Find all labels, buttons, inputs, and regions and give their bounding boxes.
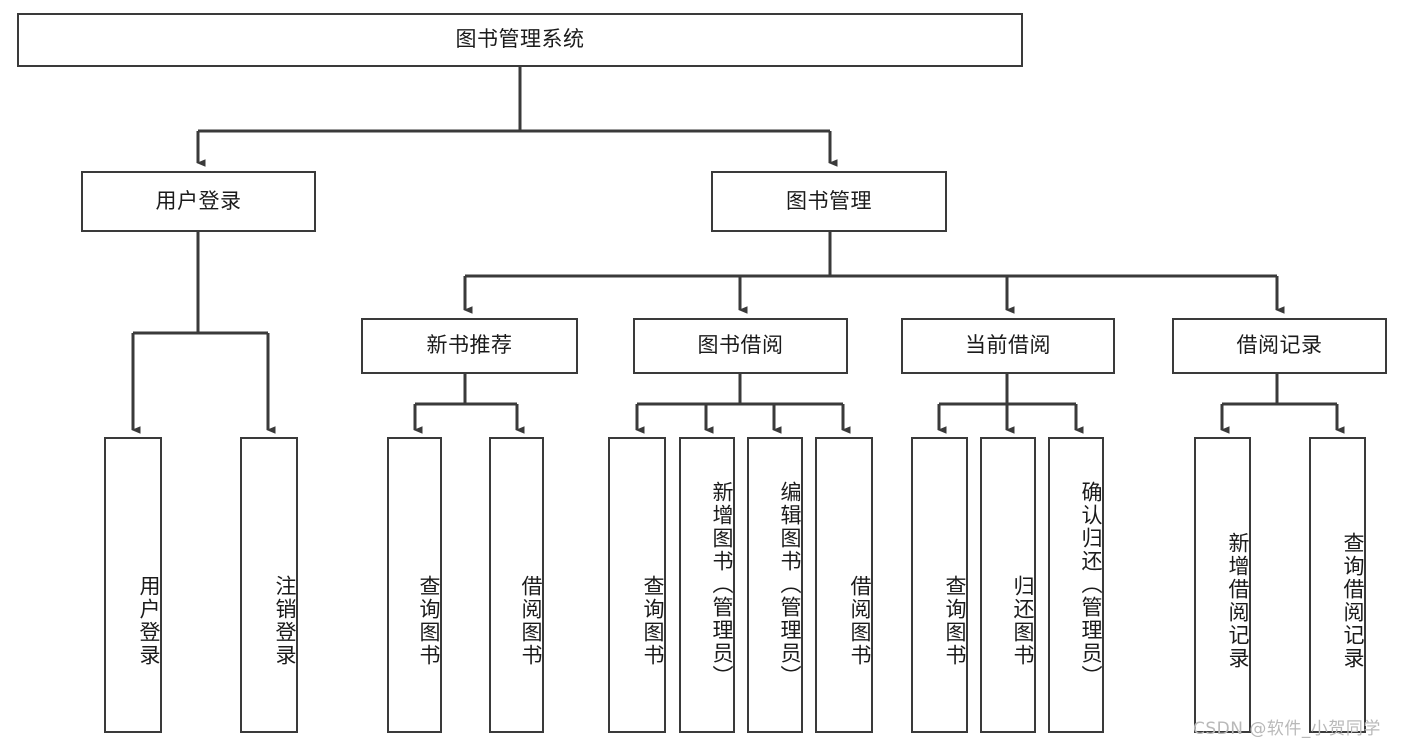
leaf-borrow-book-1[interactable]: 借阅图书 — [489, 437, 544, 733]
leaf-confirm-return-admin[interactable]: 确认归还（管理员） — [1048, 437, 1104, 733]
leaf-add-borrow-record[interactable]: 新增借阅记录 — [1194, 437, 1251, 733]
csdn-watermark: CSDN @软件_小贺同学 — [1193, 719, 1381, 739]
leaf-user-login[interactable]: 用户登录 — [104, 437, 162, 733]
node-current-borrow[interactable]: 当前借阅 — [901, 318, 1115, 374]
leaf-query-book-3[interactable]: 查询图书 — [911, 437, 968, 733]
node-new-book-recommend[interactable]: 新书推荐 — [361, 318, 578, 374]
leaf-borrow-book-2[interactable]: 借阅图书 — [815, 437, 873, 733]
node-user-login[interactable]: 用户登录 — [81, 171, 316, 232]
node-book-management[interactable]: 图书管理 — [711, 171, 947, 232]
node-borrow-record[interactable]: 借阅记录 — [1172, 318, 1387, 374]
node-book-borrow[interactable]: 图书借阅 — [633, 318, 848, 374]
leaf-query-book-1[interactable]: 查询图书 — [387, 437, 442, 733]
leaf-query-borrow-record[interactable]: 查询借阅记录 — [1309, 437, 1366, 733]
node-root[interactable]: 图书管理系统 — [17, 13, 1023, 67]
leaf-add-book-admin[interactable]: 新增图书（管理员） — [679, 437, 735, 733]
leaf-query-book-2[interactable]: 查询图书 — [608, 437, 666, 733]
leaf-logout[interactable]: 注销登录 — [240, 437, 298, 733]
leaf-return-book[interactable]: 归还图书 — [980, 437, 1036, 733]
leaf-edit-book-admin[interactable]: 编辑图书（管理员） — [747, 437, 803, 733]
